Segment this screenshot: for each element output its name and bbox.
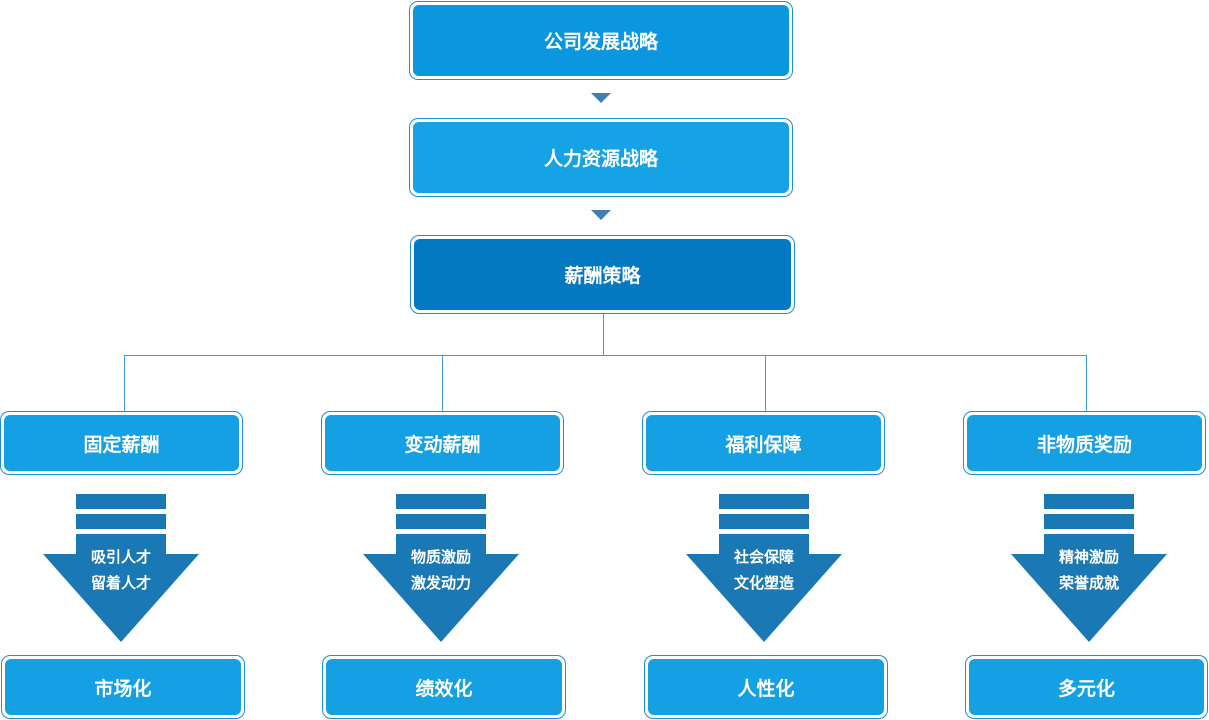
arrow-text: 吸引人才 留着人才 <box>43 544 199 596</box>
connector-horizontal <box>124 355 1086 356</box>
branch-variable-pay-box: 变动薪酬 <box>321 411 564 475</box>
hr-strategy-label: 人力资源战略 <box>413 122 789 193</box>
connector-trunk <box>603 314 604 356</box>
connector-branch-1 <box>124 355 125 412</box>
result-diversified-label: 多元化 <box>969 659 1204 715</box>
arrow-text: 社会保障 文化塑造 <box>686 544 842 596</box>
arrow-bar <box>1044 494 1134 509</box>
company-strategy-label: 公司发展战略 <box>413 5 789 76</box>
arrow-text-line2: 文化塑造 <box>733 574 794 592</box>
arrow-text: 精神激励 荣誉成就 <box>1011 544 1167 596</box>
down-arrow-icon <box>591 93 611 103</box>
arrow-text-line1: 物质激励 <box>410 548 471 566</box>
result-performance-box: 绩效化 <box>322 655 566 719</box>
branch-fixed-pay-arrow: 吸引人才 留着人才 <box>43 494 199 642</box>
arrow-bar <box>719 514 809 529</box>
connector-branch-3 <box>765 355 766 412</box>
pay-strategy-box: 薪酬策略 <box>410 235 795 314</box>
arrow-text-line2: 荣誉成就 <box>1058 574 1119 592</box>
arrow-text: 物质激励 激发动力 <box>363 544 519 596</box>
result-market-label: 市场化 <box>5 659 241 715</box>
branch-nonmaterial-box: 非物质奖励 <box>963 411 1206 475</box>
arrow-bar <box>396 494 486 509</box>
arrow-text-line1: 吸引人才 <box>90 548 151 566</box>
arrow-bar <box>76 514 166 529</box>
branch-nonmaterial-label: 非物质奖励 <box>967 415 1202 471</box>
result-performance-label: 绩效化 <box>326 659 562 715</box>
branch-welfare-label: 福利保障 <box>646 415 881 471</box>
connector-branch-2 <box>442 355 443 412</box>
branch-nonmaterial-arrow: 精神激励 荣誉成就 <box>1011 494 1167 642</box>
connector-branch-4 <box>1086 355 1087 412</box>
arrow-bar <box>396 514 486 529</box>
down-arrow-icon <box>591 210 611 220</box>
arrow-text-line2: 留着人才 <box>90 574 151 592</box>
result-market-box: 市场化 <box>1 655 245 719</box>
arrow-bar <box>76 494 166 509</box>
pay-strategy-label: 薪酬策略 <box>414 239 791 310</box>
arrow-text-line1: 社会保障 <box>733 548 794 566</box>
branch-variable-pay-arrow: 物质激励 激发动力 <box>363 494 519 642</box>
hr-strategy-box: 人力资源战略 <box>409 118 793 197</box>
branch-welfare-box: 福利保障 <box>642 411 885 475</box>
arrow-text-line2: 激发动力 <box>410 574 471 592</box>
branch-variable-pay-label: 变动薪酬 <box>325 415 560 471</box>
company-strategy-box: 公司发展战略 <box>409 1 793 80</box>
arrow-bar <box>1044 514 1134 529</box>
result-humanized-label: 人性化 <box>648 659 884 715</box>
result-diversified-box: 多元化 <box>965 655 1208 719</box>
branch-fixed-pay-box: 固定薪酬 <box>0 411 243 475</box>
branch-welfare-arrow: 社会保障 文化塑造 <box>686 494 842 642</box>
arrow-text-line1: 精神激励 <box>1058 548 1119 566</box>
branch-fixed-pay-label: 固定薪酬 <box>4 415 239 471</box>
arrow-bar <box>719 494 809 509</box>
result-humanized-box: 人性化 <box>644 655 888 719</box>
